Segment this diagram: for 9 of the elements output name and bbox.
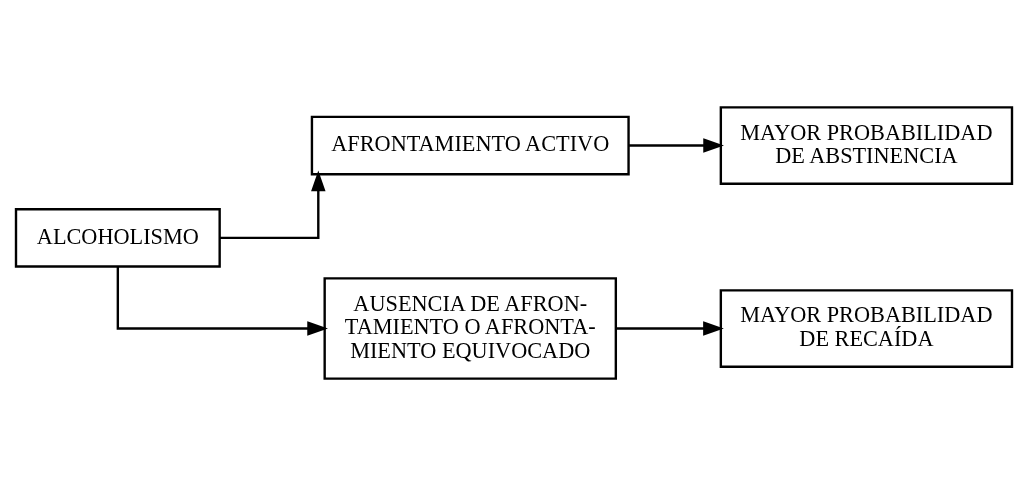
arrow: [219, 170, 326, 239]
node-box: MAYOR PROBABILIDAD DE RECAÍDA: [719, 288, 1014, 368]
arrow: [116, 266, 328, 336]
node-box: ALCOHOLISMO: [14, 207, 221, 268]
node-box: AUSENCIA DE AFRON- TAMIENTO O AFRONTA- MIENTO EQUIVOCADO: [323, 276, 618, 380]
node-box: MAYOR PROBABILIDAD DE ABSTINENCIA: [719, 105, 1014, 185]
arrow: [616, 320, 724, 336]
arrow: [629, 137, 724, 153]
node-box: AFRONTAMIENTO ACTIVO: [310, 115, 630, 175]
